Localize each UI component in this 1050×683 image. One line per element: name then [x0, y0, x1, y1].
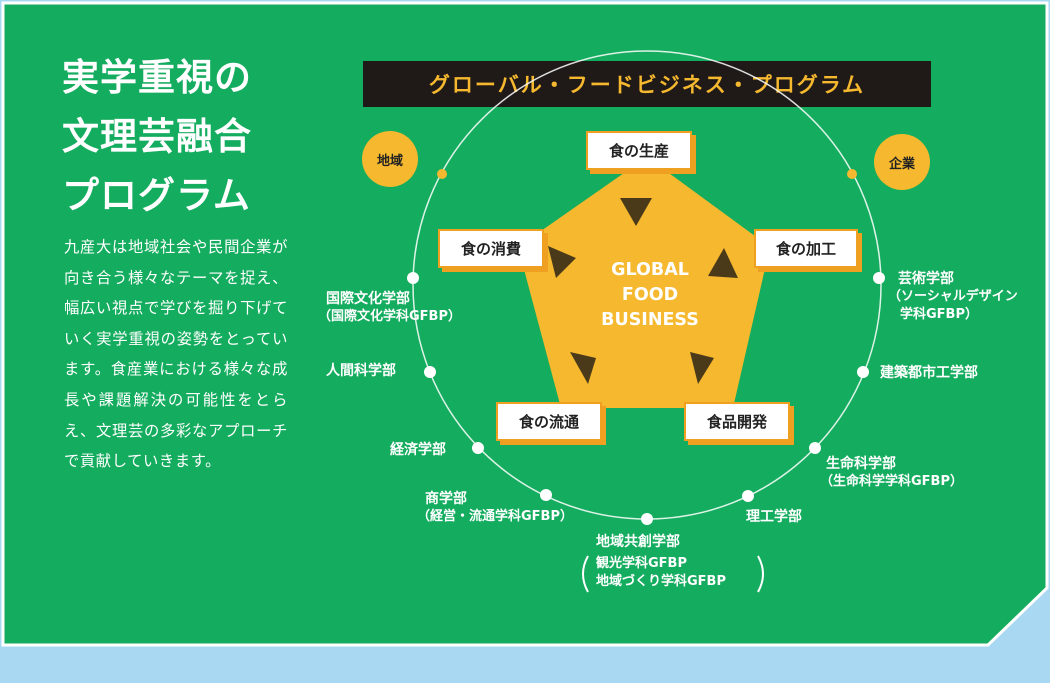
dept-architecture: 建築都市工学部 — [880, 364, 978, 382]
intro-text: 九産大は地域社会や民間企業が向き合う様々なテーマを捉え、幅広い視点で学びを掘り下… — [64, 238, 288, 471]
dept-economics: 経済学部 — [390, 441, 446, 459]
dept-life-science: 生命科学部 （生命科学学科GFBP） — [820, 455, 963, 491]
dept-arts-sub1: （ソーシャルデザイン — [888, 289, 1018, 304]
node-production: 食の生産 — [586, 131, 692, 170]
title-line-3: プログラム — [62, 174, 251, 217]
dept-international-name: 国際文化学部 — [326, 291, 410, 307]
dept-regional-sub1: 観光学科GFBP — [596, 556, 687, 571]
dept-architecture-name: 建築都市工学部 — [880, 365, 978, 381]
dept-commerce-name: 商学部 — [425, 491, 467, 507]
center-pentagon — [518, 157, 770, 408]
title-line-2: 文理芸融合 — [62, 115, 252, 158]
node-processing: 食の加工 — [754, 229, 858, 268]
dept-life-science-name: 生命科学部 — [826, 456, 896, 472]
dot-life-science — [809, 442, 821, 454]
dept-regional: 地域共創学部 観光学科GFBP 地域づくり学科GFBP — [596, 533, 726, 591]
dept-regional-sub2: 地域づくり学科GFBP — [596, 574, 726, 589]
bubble-company: 企業 — [874, 134, 930, 190]
dept-humanities: 人間科学部 — [326, 362, 396, 380]
center-line-3: BUSINESS — [601, 310, 699, 330]
dept-international: 国際文化学部 （国際文化学科GFBP） — [318, 290, 461, 326]
node-distribution: 食の流通 — [496, 402, 602, 441]
dot-architecture — [857, 366, 869, 378]
dept-life-science-sub: （生命科学学科GFBP） — [820, 474, 963, 489]
node-consumption: 食の消費 — [438, 229, 544, 268]
arrow-top — [620, 198, 652, 226]
dot-commerce — [540, 489, 552, 501]
bracket-right — [757, 555, 764, 593]
dot-international — [407, 272, 419, 284]
dept-international-sub: （国際文化学科GFBP） — [318, 309, 461, 324]
dept-commerce: 商学部 （経営・流通学科GFBP） — [417, 490, 573, 526]
dept-engineering: 理工学部 — [746, 508, 802, 526]
dot-engineering — [742, 490, 754, 502]
dept-arts: 芸術学部 （ソーシャルデザイン 学科GFBP） — [888, 270, 1018, 324]
bubble-region: 地域 — [362, 131, 418, 187]
green-panel — [1, 1, 1049, 647]
arrow-right — [708, 248, 738, 278]
dot-regional — [641, 513, 653, 525]
dept-engineering-name: 理工学部 — [746, 509, 802, 525]
arrow-bottom-left — [570, 352, 596, 384]
arrow-left — [548, 246, 576, 278]
dept-commerce-sub: （経営・流通学科GFBP） — [417, 509, 573, 524]
program-banner: グローバル・フードビジネス・プログラム — [363, 61, 931, 107]
dot-company — [847, 169, 857, 179]
arrow-bottom-right — [690, 352, 714, 384]
dept-regional-name: 地域共創学部 — [596, 534, 680, 550]
center-line-2: FOOD — [621, 285, 679, 305]
title-line-1: 実学重視の — [62, 56, 252, 99]
program-diagram — [407, 50, 885, 593]
dot-humanities — [424, 366, 436, 378]
bracket-left — [582, 555, 589, 593]
dept-economics-name: 経済学部 — [390, 442, 446, 458]
dept-arts-sub2: 学科GFBP） — [900, 307, 978, 322]
main-title: 実学重視の 文理芸融合 プログラム — [62, 48, 252, 225]
panel-background — [1, 1, 1049, 647]
dept-arts-name: 芸術学部 — [898, 271, 954, 287]
center-line-1: GLOBAL — [611, 260, 689, 280]
dot-economics — [472, 442, 484, 454]
dept-humanities-name: 人間科学部 — [326, 363, 396, 379]
dot-region — [437, 169, 447, 179]
dot-arts — [873, 272, 885, 284]
center-label: GLOBAL FOOD BUSINESS — [560, 258, 740, 333]
node-development: 食品開発 — [684, 402, 790, 441]
